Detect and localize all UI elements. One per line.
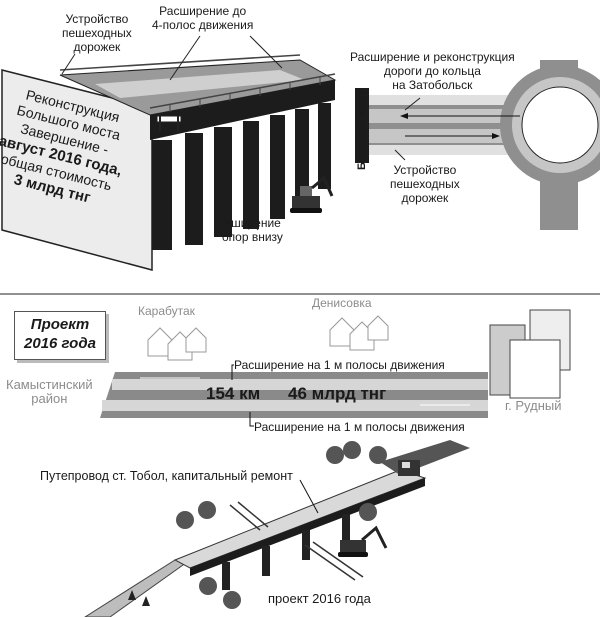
leader-sidewalks xyxy=(61,53,76,75)
map-road-sidewalk-bottom xyxy=(368,145,533,155)
leader-sidewalks-right xyxy=(394,149,406,161)
arrow-right-head xyxy=(492,133,500,139)
bridge-deck-edge xyxy=(150,80,335,140)
overpass-road-far xyxy=(380,440,470,475)
overpass-embankment xyxy=(84,559,192,617)
label-widen-bottom: Расширение на 1 м полосы движения xyxy=(254,420,465,434)
highway-lane-bottom xyxy=(102,400,488,411)
roundabout-center xyxy=(521,86,599,164)
trees xyxy=(176,441,387,609)
overpass-deck xyxy=(173,469,427,569)
map-bridge-block xyxy=(355,88,369,163)
railing-posts xyxy=(169,77,321,112)
label-overpass: Путепровод ст. Тобол, капитальный ремонт xyxy=(40,469,293,483)
bridge-lane-stripe xyxy=(95,70,305,98)
leader-roundabout xyxy=(404,97,421,111)
railway-tracks xyxy=(229,501,364,581)
leader-lanes xyxy=(169,35,201,81)
leader-piers xyxy=(251,221,259,231)
village-denisovka-icon xyxy=(329,315,389,351)
label-big-bridge: Большой мост xyxy=(356,90,368,170)
leader-overpass xyxy=(299,479,319,514)
village-karabutak-icon xyxy=(147,327,207,361)
bridge-piers xyxy=(152,103,331,250)
truck-icon xyxy=(398,460,420,476)
city-rudny-icon xyxy=(489,309,571,399)
label-rudny: г. Рудный xyxy=(505,398,562,413)
bridge-railing-front xyxy=(149,73,336,109)
overpass-deck-side xyxy=(190,478,425,576)
map-road-sidewalk-top xyxy=(368,95,533,105)
label-widen-top: Расширение на 1 м полосы движения xyxy=(234,358,445,372)
arrow-left-head xyxy=(400,113,408,119)
label-denisovka: Денисовка xyxy=(312,296,372,310)
pier-highlights xyxy=(172,107,312,248)
highway-length: 154 км xyxy=(206,384,261,403)
label-karabutak: Карабутак xyxy=(138,304,195,318)
leader-lanes-2 xyxy=(249,35,283,69)
label-project-footer: проект 2016 года xyxy=(268,591,371,606)
highway-cost: 46 млрд тнг xyxy=(288,384,387,403)
excavator-top xyxy=(290,175,334,213)
road-barrier xyxy=(156,115,182,132)
highway-lane-top xyxy=(112,379,488,390)
excavator-bottom xyxy=(338,525,388,557)
construction-cones xyxy=(128,590,150,606)
sign-board xyxy=(1,69,153,271)
bridge-railing-back xyxy=(59,54,301,71)
